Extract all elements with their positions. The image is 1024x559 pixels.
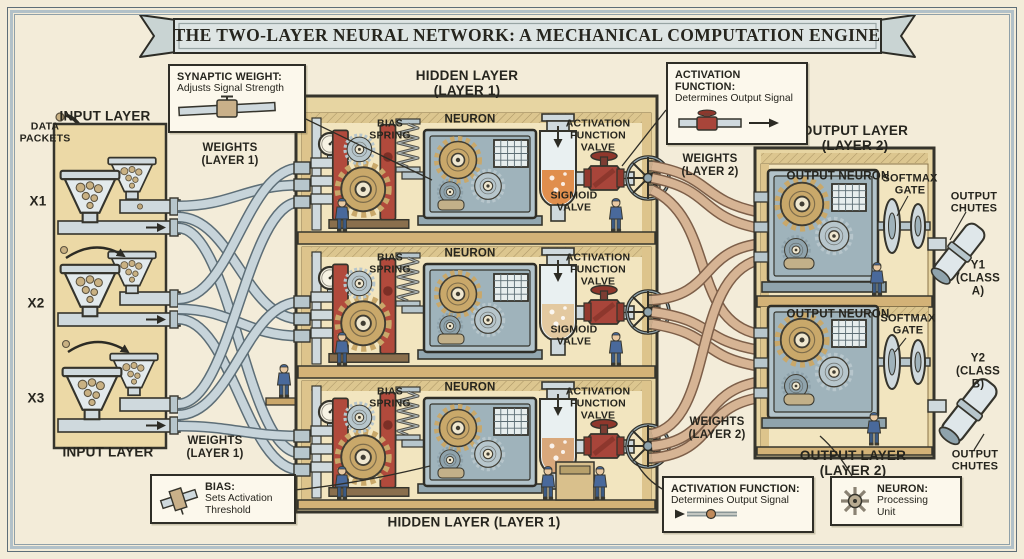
weights-layer2-label-top: WEIGHTS (LAYER 2) <box>681 153 739 178</box>
weights-layer1-label-bottom: WEIGHTS (LAYER 1) <box>186 435 244 460</box>
output-neuron-machine-1 <box>754 170 886 292</box>
hidden-layer-footer: HIDDEN LAYER (LAYER 1) <box>387 514 561 530</box>
activation-bottom-callout-body: Determines Output Signal <box>671 495 789 506</box>
bias-callout-title: BIAS: <box>205 481 235 494</box>
class-a-label: Y1 (CLASS A) <box>955 259 1000 298</box>
activation-callout-title: ACTIVATION FUNCTION: <box>675 69 741 93</box>
activation-valve-icon <box>678 109 779 131</box>
bias-clamp-icon <box>159 487 199 515</box>
output-chutes-label-top: OUTPUT CHUTES <box>950 190 998 215</box>
input-layer-heading: INPUT LAYER <box>59 108 151 124</box>
neuron-label-3: NEURON <box>444 381 496 394</box>
bias-callout: BIAS: Sets Activation Threshold <box>150 474 296 524</box>
activation-valve-label-2: ACTIVATION FUNCTION VALVE <box>565 251 631 287</box>
input-layer-panel <box>52 122 181 450</box>
activation-function-callout-top: ACTIVATION FUNCTION: Determines Output S… <box>666 62 808 145</box>
sigmoid-valve-label-2: SIGMOID VALVE <box>550 323 598 347</box>
input-x3-label: X3 <box>27 390 45 406</box>
activation-function-callout-bottom: ACTIVATION FUNCTION: Determines Output S… <box>662 476 814 533</box>
signal-slider-icon <box>675 508 737 519</box>
hidden-layer-heading: HIDDEN LAYER (LAYER 1) <box>415 67 519 98</box>
synaptic-weight-icon <box>178 95 276 118</box>
neuron-callout-body: Processing Unit <box>877 495 928 518</box>
class-b-label: Y2 (CLASS B) <box>955 352 1000 391</box>
output-layer-heading: OUTPUT LAYER (LAYER 2) <box>801 122 909 153</box>
neuron-label-2: NEURON <box>444 247 496 260</box>
data-packets-label: DATA PACKETS <box>19 120 71 144</box>
softmax-gate-label-2: SOFTMAX GATE <box>880 312 936 337</box>
output-chutes-label-bottom: OUTPUT CHUTES <box>951 448 999 473</box>
output-chutes-graphic <box>926 211 1003 451</box>
output-layer-footer: OUTPUT LAYER (LAYER 2) <box>799 447 907 478</box>
title-banner <box>139 14 916 58</box>
neuron-callout-title: NEURON: <box>877 483 929 495</box>
neuron-callout: NEURON: Processing Unit <box>830 476 962 526</box>
input-x2-label: X2 <box>27 295 45 311</box>
output-neuron-label-2: OUTPUT NEURON <box>786 308 890 321</box>
bias-spring-label-3: BIAS SPRING <box>369 385 411 409</box>
worker-figure <box>277 364 291 398</box>
output-neuron-machine-2 <box>754 306 886 428</box>
neuron-sprocket-icon <box>841 486 869 515</box>
bias-spring-label-1: BIAS SPRING <box>369 117 411 141</box>
softmax-gate-label-1: SOFTMAX GATE <box>882 172 938 197</box>
weights-layer1-pipes <box>176 162 309 476</box>
bias-spring-label-2: BIAS SPRING <box>369 251 411 275</box>
input-x1-label: X1 <box>29 193 47 209</box>
output-neuron-label-1: OUTPUT NEURON <box>786 170 890 183</box>
synaptic-weight-callout: SYNAPTIC WEIGHT: Adjusts Signal Strength <box>168 64 306 133</box>
neuron-label-1: NEURON <box>444 113 496 126</box>
hidden-layer-box <box>294 94 669 514</box>
bias-callout-body: Sets Activation Threshold <box>205 493 273 516</box>
activation-bottom-callout-title: ACTIVATION FUNCTION: <box>671 483 800 495</box>
output-layer-box <box>754 146 936 460</box>
synaptic-weight-callout-body: Adjusts Signal Strength <box>177 83 285 94</box>
activation-callout-body: Determines Output Signal <box>675 93 793 104</box>
synaptic-weight-callout-title: SYNAPTIC WEIGHT: <box>177 71 282 83</box>
weights-layer2-label-bottom: WEIGHTS (LAYER 2) <box>688 416 746 441</box>
activation-valve-label-1: ACTIVATION FUNCTION VALVE <box>565 117 631 153</box>
weights-layer2-pipes <box>649 160 760 464</box>
page-title: THE TWO-LAYER NEURAL NETWORK: A MECHANIC… <box>173 25 881 46</box>
sigmoid-valve-label-1: SIGMOID VALVE <box>550 189 598 213</box>
input-layer-footer: INPUT LAYER <box>62 444 154 460</box>
weights-layer1-label-top: WEIGHTS (LAYER 1) <box>201 142 259 167</box>
activation-valve-label-3: ACTIVATION FUNCTION VALVE <box>565 385 631 421</box>
